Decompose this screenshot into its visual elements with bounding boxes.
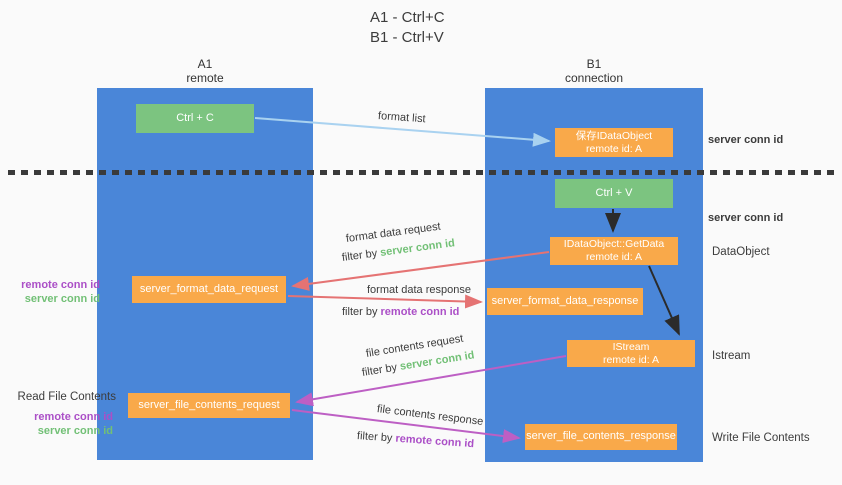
label-file-contents-response: file contents response bbox=[376, 403, 484, 428]
node-server-file-contents-request: server_file_contents_request bbox=[128, 393, 290, 418]
column-header-b1: B1 connection bbox=[485, 58, 703, 84]
arrow-format-data-response bbox=[287, 294, 483, 309]
node-save-idataobject-line1: 保存IDataObject bbox=[575, 129, 653, 142]
column-a1-subtitle: remote bbox=[186, 71, 224, 85]
server-conn-id-top-label: server conn id bbox=[708, 134, 784, 146]
title-line-b1: B1 - Ctrl+V bbox=[370, 29, 444, 46]
label-filter-format-response: filter by remote conn id bbox=[342, 306, 459, 318]
write-file-contents-label: Write File Contents bbox=[712, 432, 810, 444]
node-getdata-line1: IDataObject::GetData bbox=[563, 238, 665, 251]
server-conn-id-text: server conn id bbox=[24, 293, 100, 305]
diagram-title: A1 - Ctrl+C B1 - Ctrl+V bbox=[370, 8, 445, 48]
column-b1-name: B1 bbox=[586, 57, 602, 71]
node-istream: IStream remote id: A bbox=[567, 340, 695, 367]
node-ctrl-v-label: Ctrl + V bbox=[595, 186, 633, 199]
istream-label: Istream bbox=[712, 350, 751, 362]
conn-ids-format-request: remote conn id server conn id bbox=[0, 278, 100, 306]
node-istream-line2: remote id: A bbox=[602, 353, 660, 366]
phase-separator-dotted-line bbox=[8, 170, 836, 175]
node-istream-line1: IStream bbox=[612, 340, 650, 353]
remote-conn-id-text: remote conn id bbox=[34, 411, 113, 423]
remote-conn-id-text: remote conn id bbox=[380, 306, 460, 318]
node-server-file-contents-response: server_file_contents_response bbox=[525, 424, 677, 450]
server-conn-id-mid-label: server conn id bbox=[708, 212, 784, 224]
title-line-a1: A1 - Ctrl+C bbox=[370, 9, 445, 26]
filter-by-text: filter by bbox=[341, 247, 378, 264]
filter-by-text: filter by bbox=[356, 430, 393, 445]
node-save-idataobject: 保存IDataObject remote id: A bbox=[555, 128, 673, 157]
node-getdata-line2: remote id: A bbox=[585, 251, 643, 263]
node-server-format-data-response: server_format_data_response bbox=[487, 288, 643, 315]
remote-conn-id-text: remote conn id bbox=[21, 279, 100, 291]
dataobject-label: DataObject bbox=[712, 246, 770, 258]
read-file-contents-label: Read File Contents bbox=[17, 391, 116, 403]
node-ctrl-c-label: Ctrl + C bbox=[176, 111, 214, 124]
node-ctrl-v: Ctrl + V bbox=[555, 179, 673, 208]
filter-by-text: filter by bbox=[342, 306, 378, 318]
label-format-data-response: format data response bbox=[367, 284, 471, 296]
node-format-request-label: server_format_data_request bbox=[139, 282, 279, 295]
node-idataobject-getdata: IDataObject::GetData remote id: A bbox=[550, 237, 678, 265]
label-filter-file-response: filter by remote conn id bbox=[357, 430, 475, 450]
node-ctrl-c: Ctrl + C bbox=[136, 104, 254, 133]
node-file-response-label: server_file_contents_response bbox=[526, 430, 676, 443]
column-header-a1: A1 remote bbox=[97, 58, 313, 84]
node-format-response-label: server_format_data_response bbox=[491, 294, 639, 307]
node-save-idataobject-line2: remote id: A bbox=[585, 142, 643, 155]
conn-ids-file-request: remote conn id server conn id bbox=[0, 410, 113, 438]
label-format-list: format list bbox=[377, 110, 426, 126]
filter-by-text: filter by bbox=[361, 361, 398, 379]
column-a1-name: A1 bbox=[197, 57, 213, 71]
server-conn-id-text: server conn id bbox=[37, 425, 113, 437]
node-file-request-label: server_file_contents_request bbox=[138, 398, 280, 411]
server-conn-id-text: server conn id bbox=[379, 237, 456, 259]
column-b1-subtitle: connection bbox=[564, 71, 624, 85]
node-server-format-data-request: server_format_data_request bbox=[132, 276, 286, 303]
remote-conn-id-text: remote conn id bbox=[395, 432, 475, 451]
